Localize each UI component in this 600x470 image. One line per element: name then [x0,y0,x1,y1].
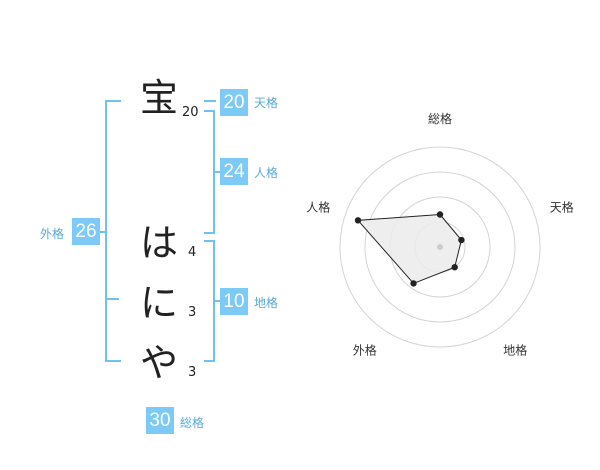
soukaku-label: 総格 [180,416,205,430]
tenkaku-bracket [204,100,216,102]
stroke-count-given-3: 3 [188,365,197,380]
gaikaku-label: 外格 [40,227,65,241]
chikaku-bracket-stem [214,300,220,302]
jinkaku-label: 人格 [254,166,279,180]
radar-axis-label-2: 地格 [503,343,527,358]
gaikaku-value-badge: 26 [72,218,100,245]
chikaku-value-badge: 10 [220,288,248,315]
chikaku-label: 地格 [254,296,279,310]
gaikaku-bracket-tick [105,298,119,300]
radar-point-2 [451,264,458,271]
radar-axis-label-3: 外格 [353,343,377,358]
soukaku-value-badge: 30 [146,407,174,434]
radar-axis-label-4: 人格 [306,199,330,214]
radar-points [354,211,465,287]
name-char-given-1: は [139,221,178,265]
radar-polygon [356,213,462,284]
gaikaku-bracket [105,100,121,362]
jinkaku-bracket-stem [214,171,220,173]
radar-axis-label-0: 総格 [428,111,452,126]
name-char-surname-1: 宝 [139,76,178,120]
stroke-count-surname-1: 20 [182,105,199,120]
name-char-given-2: に [139,281,178,325]
gaikaku-bracket-stem [98,231,106,233]
radar-point-1 [458,236,465,244]
name-char-given-3: や [139,341,178,385]
radar-ring-4 [339,146,541,348]
tenkaku-value-badge: 20 [220,89,248,116]
tenkaku-label: 天格 [254,96,279,110]
stroke-count-given-1: 4 [188,245,197,260]
radar-point-0 [436,211,444,218]
stroke-count-given-2: 3 [188,305,197,320]
jinkaku-value-badge: 24 [220,158,248,185]
radar-ring-3 [364,171,516,323]
radar-axis-label-1: 天格 [550,199,574,214]
radar-center-dot [437,244,443,250]
radar-point-4 [354,217,362,224]
radar-point-3 [410,280,417,287]
